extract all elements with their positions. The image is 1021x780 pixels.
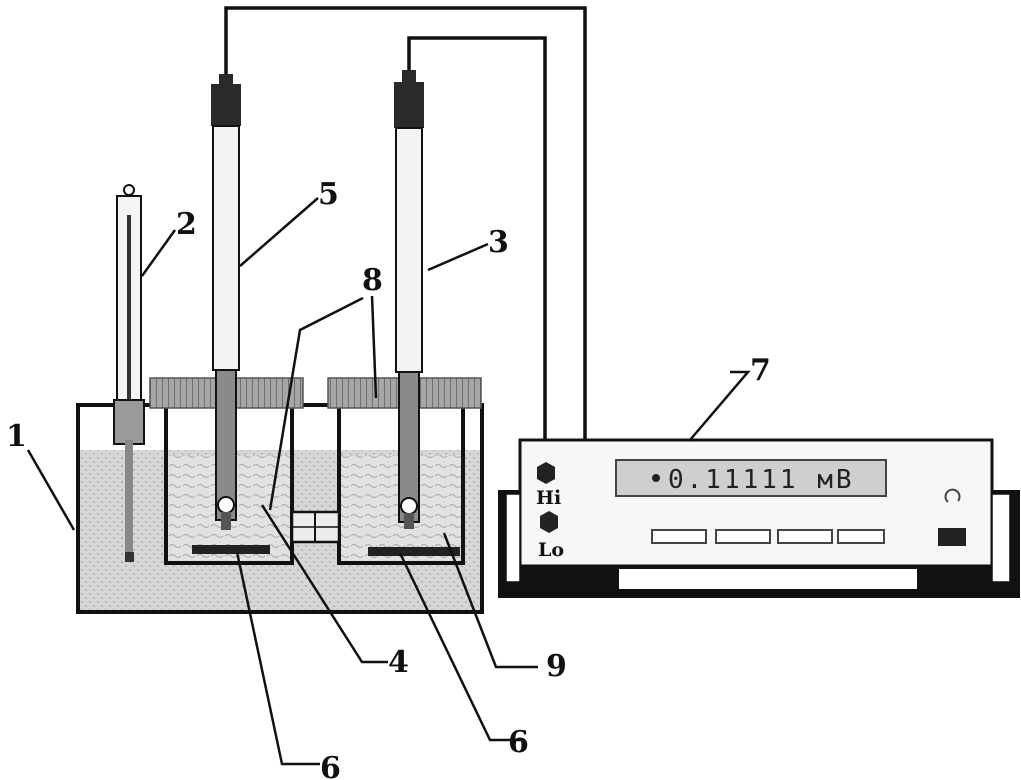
lo-terminal[interactable] — [540, 511, 558, 533]
display-bullet-icon — [652, 474, 660, 482]
meter-button-1[interactable] — [651, 529, 707, 544]
leader-lines — [26, 197, 751, 766]
voltmeter: 0.11111 мВ Hi Lo — [498, 438, 1020, 598]
callout-4: 4 — [388, 645, 409, 680]
callout-3: 3 — [488, 225, 509, 260]
right-stir-bar — [368, 547, 460, 556]
electrode-5 — [211, 74, 241, 530]
lo-port-label: Lo — [538, 539, 564, 561]
meter-base-slot — [617, 567, 919, 591]
salt-bridge — [290, 510, 341, 544]
callout-6-left: 6 — [320, 751, 341, 780]
meter-display-reading: 0.11111 мВ — [668, 465, 855, 495]
callout-5: 5 — [318, 177, 339, 212]
hi-port-label: Hi — [536, 487, 561, 509]
callout-6-right: 6 — [508, 725, 529, 760]
callout-1: 1 — [6, 419, 27, 454]
meter-button-4[interactable] — [837, 529, 885, 544]
power-symbol-icon — [944, 488, 961, 503]
meter-button-2[interactable] — [715, 529, 771, 544]
thermometer — [113, 184, 145, 562]
callout-8: 8 — [362, 263, 383, 298]
meter-display — [615, 459, 887, 497]
wire-to-hi — [407, 36, 547, 470]
meter-button-3[interactable] — [777, 529, 833, 544]
callout-9: 9 — [546, 649, 567, 684]
callout-7: 7 — [750, 353, 771, 388]
left-stir-bar — [192, 545, 270, 554]
power-switch[interactable] — [938, 528, 966, 546]
hi-terminal[interactable] — [537, 462, 555, 484]
callout-2: 2 — [176, 207, 197, 242]
electrode-3 — [394, 70, 424, 529]
